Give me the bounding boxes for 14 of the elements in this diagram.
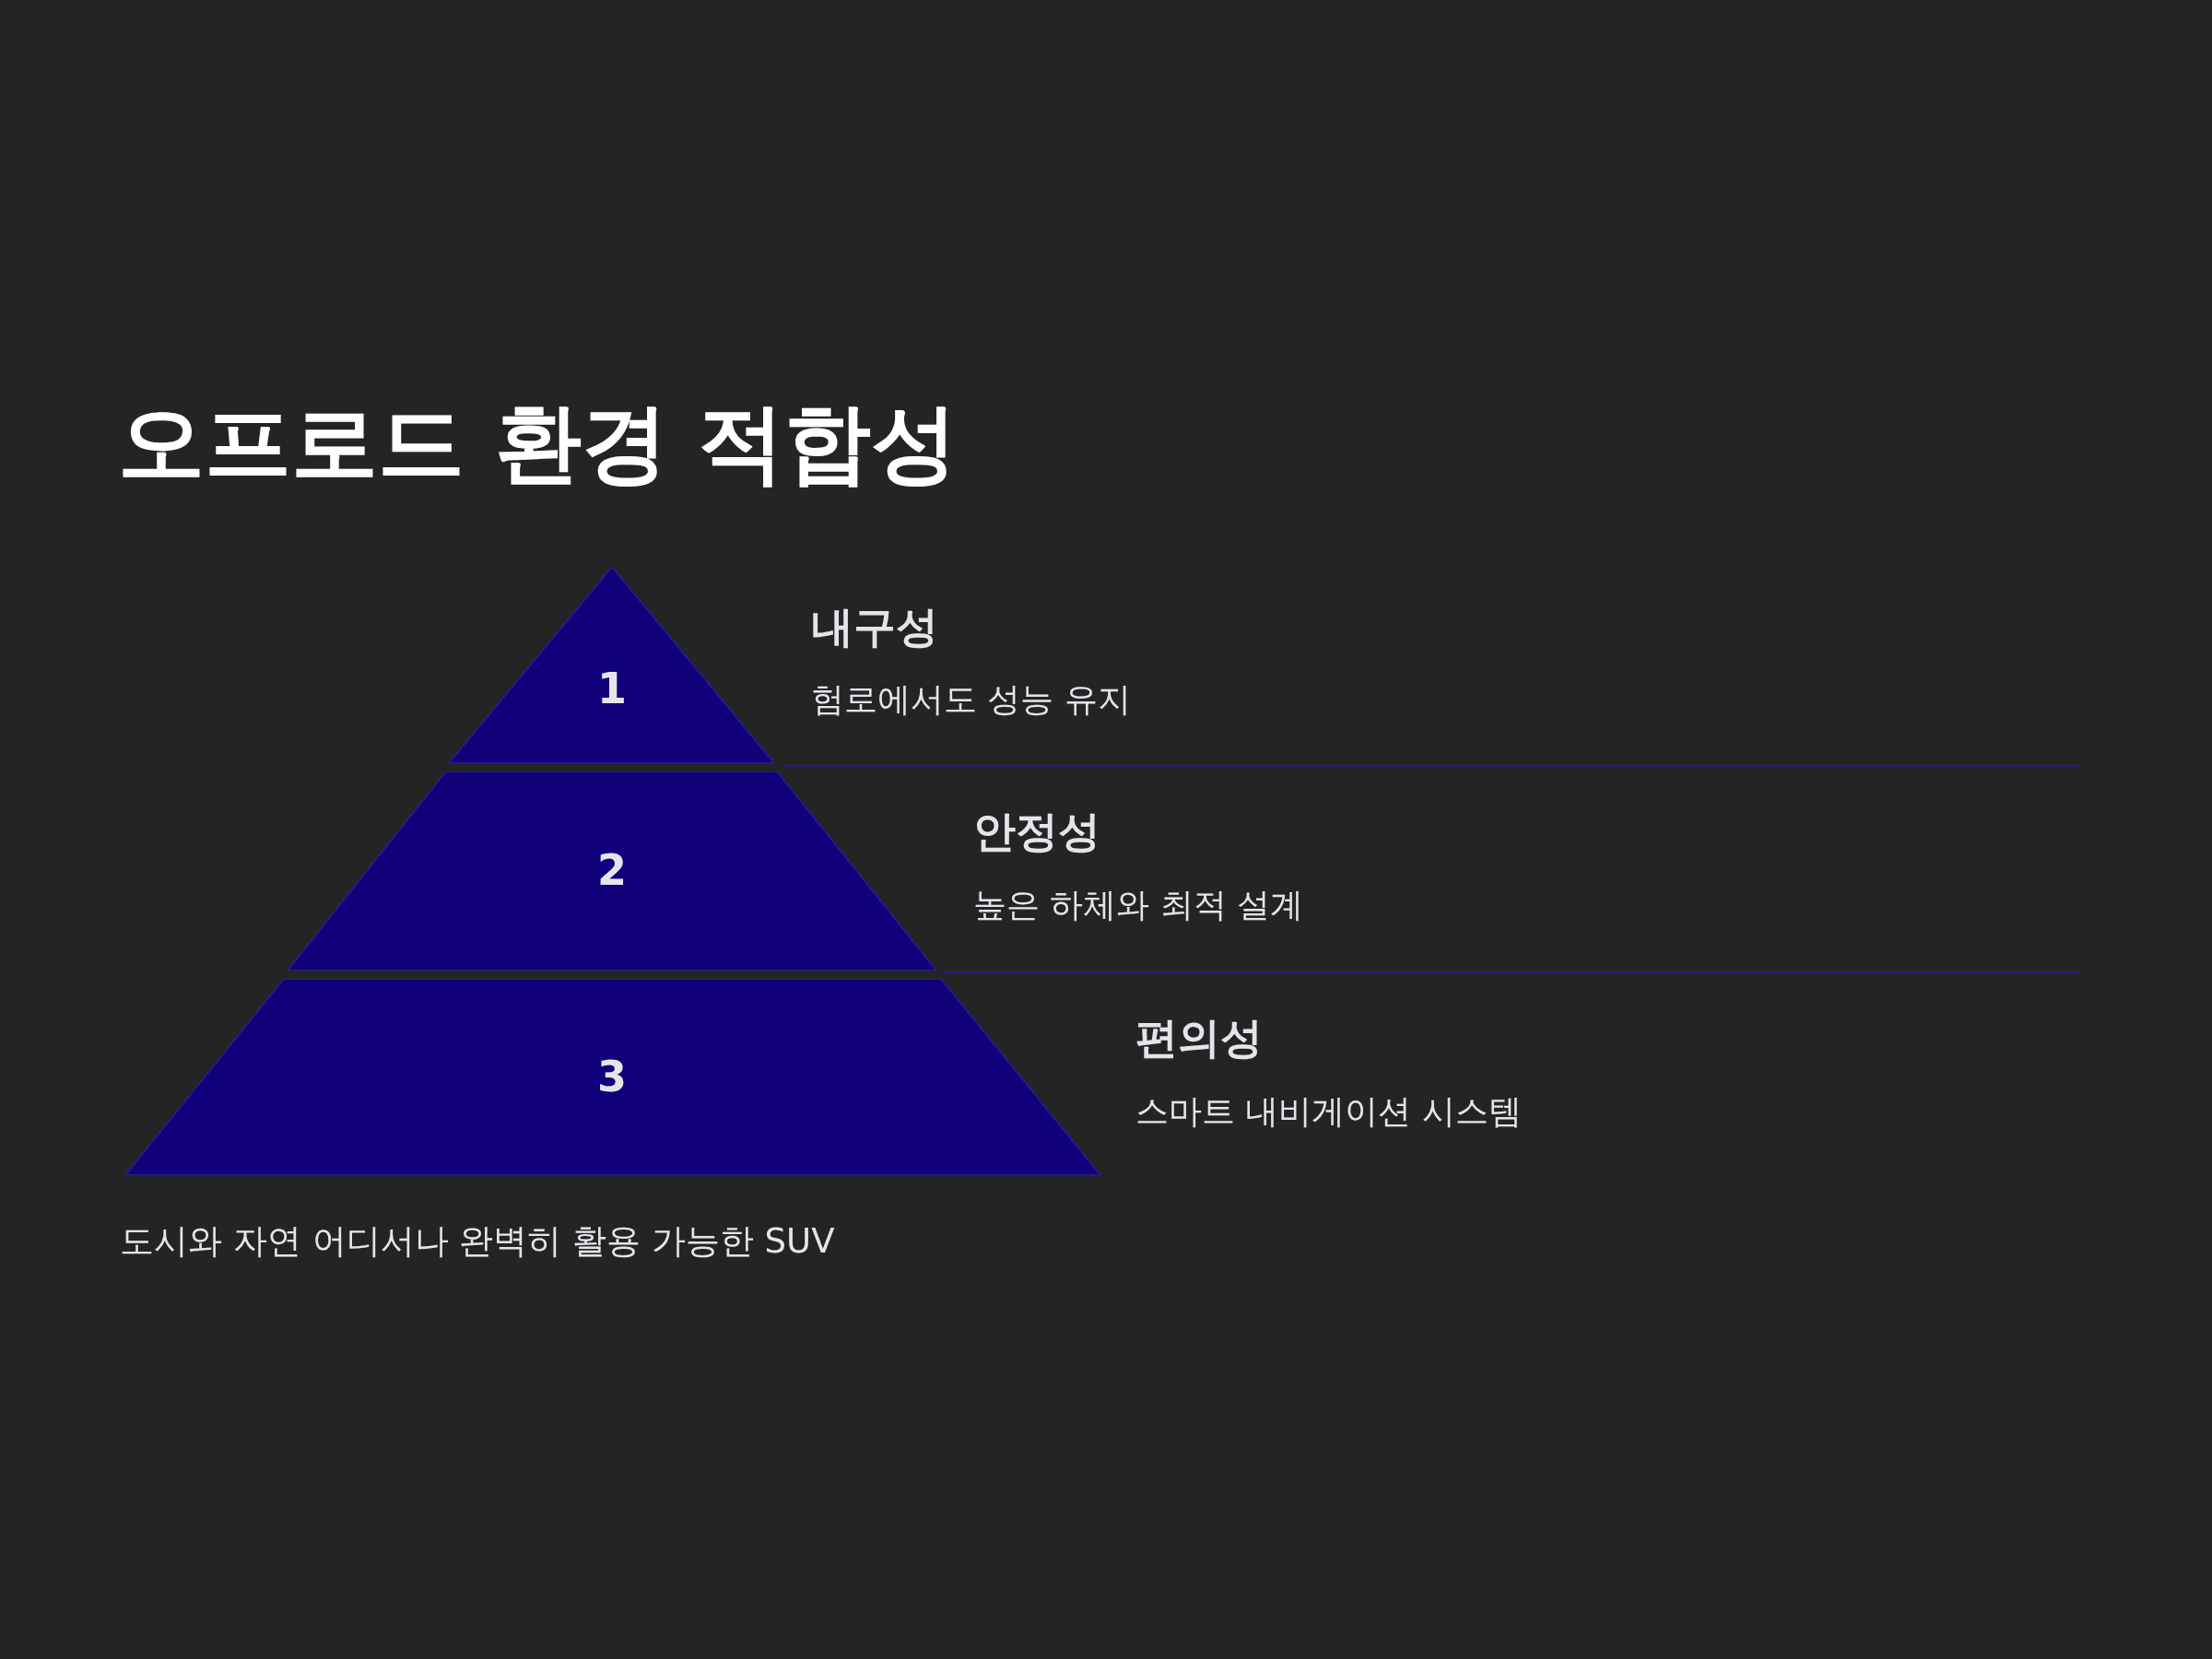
tier-heading: 편의성: [1135, 1012, 1263, 1065]
title: 오프로드 환경 적합성: [118, 392, 959, 495]
pyramid-top-triangle: [449, 567, 774, 763]
tier-number: 2: [597, 845, 627, 895]
tier-description: 스마트 내비게이션 시스템: [1135, 1091, 1522, 1132]
tier-description: 험로에서도 성능 유지: [811, 679, 1131, 720]
pyramid-tier: [125, 979, 1100, 1175]
tier-number: 3: [597, 1052, 627, 1101]
caption: 도시와 자연 어디서나 완벽히 활용 가능한 SUV: [120, 1220, 835, 1263]
tier-number: 1: [597, 664, 627, 713]
tier-heading: 안정성: [973, 806, 1100, 858]
tier-heading: 내구성: [811, 601, 938, 653]
tier-description: 높은 하체와 최적 설계: [973, 885, 1304, 925]
pyramid-tier: [288, 771, 936, 971]
